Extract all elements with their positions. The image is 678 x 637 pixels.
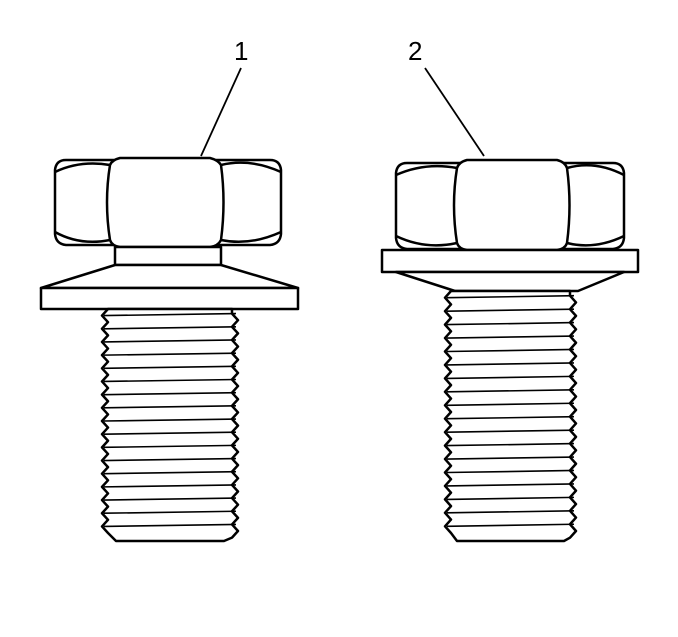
- bolt-2-hex-head: [394, 158, 626, 252]
- thread-line: [446, 402, 575, 407]
- thread-line: [446, 483, 575, 487]
- thread-line: [446, 510, 575, 514]
- bolt-1-hex-head: [53, 156, 283, 249]
- thread-line: [446, 496, 575, 501]
- thread-line: [103, 510, 237, 515]
- thread-line: [103, 497, 237, 501]
- thread-line: [446, 389, 575, 393]
- callout-label-1: 1: [234, 36, 248, 66]
- thread-line: [103, 339, 237, 343]
- thread-line: [446, 294, 575, 299]
- thread-line: [446, 456, 575, 460]
- callout-label-2: 2: [408, 36, 422, 66]
- bolt-2-threaded-shank: [443, 289, 578, 543]
- thread-line: [446, 348, 575, 353]
- thread-line: [446, 362, 575, 366]
- bolt-1: 1: [39, 36, 300, 543]
- thread-line: [446, 308, 575, 312]
- thread-line: [446, 415, 575, 420]
- bolt-1-neck: [113, 245, 223, 267]
- thread-line: [103, 391, 237, 396]
- thread-line: [103, 444, 237, 449]
- thread-line: [103, 523, 237, 528]
- thread-line: [446, 442, 575, 447]
- thread-line: [103, 484, 237, 488]
- thread-line: [446, 469, 575, 474]
- thread-line: [446, 523, 575, 528]
- thread-line: [103, 378, 237, 383]
- thread-line: [103, 325, 237, 330]
- thread-line: [446, 335, 575, 339]
- thread-line: [103, 418, 237, 422]
- thread-line: [103, 405, 237, 409]
- thread-line: [446, 321, 575, 326]
- thread-line: [103, 365, 237, 370]
- callout-leader-2: [424, 67, 485, 157]
- thread-line: [103, 470, 237, 475]
- thread-line: [446, 375, 575, 380]
- bolt-2: 2: [380, 36, 640, 543]
- thread-line: [103, 352, 237, 356]
- thread-line: [103, 431, 237, 435]
- callout-leader-1: [200, 67, 242, 157]
- bolt-1-washer: [39, 263, 300, 311]
- bolt-1-threaded-shank: [100, 307, 240, 543]
- thread-line: [103, 457, 237, 462]
- bolt-2-flange: [380, 248, 640, 293]
- thread-line: [103, 312, 237, 317]
- thread-line: [446, 429, 575, 433]
